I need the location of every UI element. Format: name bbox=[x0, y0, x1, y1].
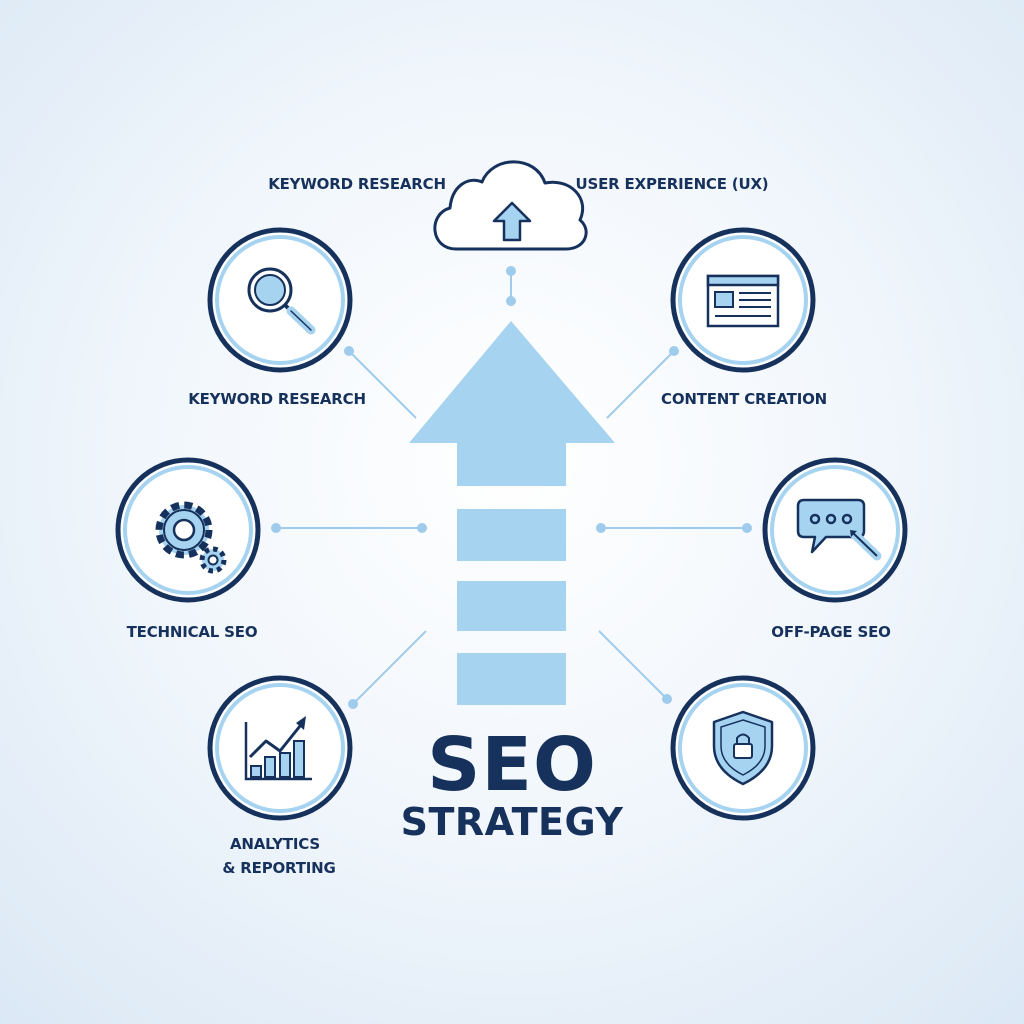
node-keyword-research bbox=[207, 227, 353, 373]
shield-lock-icon bbox=[712, 710, 774, 786]
bar-chart-trend-icon bbox=[244, 716, 312, 781]
gears-icon bbox=[155, 501, 227, 574]
cloud-node bbox=[433, 160, 588, 251]
page-subtitle: STRATEGY bbox=[400, 800, 624, 844]
cloud-label-right: USER EXPERIENCE (UX) bbox=[575, 175, 769, 193]
node-content-creation bbox=[670, 227, 816, 373]
node-analytics-reporting bbox=[207, 675, 353, 821]
cloud-label-left: KEYWORD RESEARCH bbox=[268, 175, 446, 193]
node-technical-seo bbox=[115, 457, 261, 603]
page-title: SEO bbox=[427, 722, 597, 808]
keyword-research-label: KEYWORD RESEARCH bbox=[188, 390, 366, 408]
cloud-arrow-icon bbox=[492, 201, 532, 242]
connector-lines bbox=[271, 266, 752, 709]
content-creation-label: CONTENT CREATION bbox=[661, 390, 827, 408]
chat-bubble-pen-icon bbox=[796, 498, 882, 561]
central-arrow bbox=[409, 321, 615, 705]
technical-seo-label: TECHNICAL SEO bbox=[126, 623, 258, 641]
analytics-label-line2: & REPORTING bbox=[222, 859, 336, 877]
analytics-label-line1: ANALYTICS bbox=[230, 835, 320, 853]
browser-window-icon bbox=[706, 274, 780, 328]
node-security bbox=[670, 675, 816, 821]
magnifier-icon bbox=[247, 267, 316, 335]
node-off-page-seo bbox=[762, 457, 908, 603]
off-page-seo-label: OFF-PAGE SEO bbox=[771, 623, 891, 641]
